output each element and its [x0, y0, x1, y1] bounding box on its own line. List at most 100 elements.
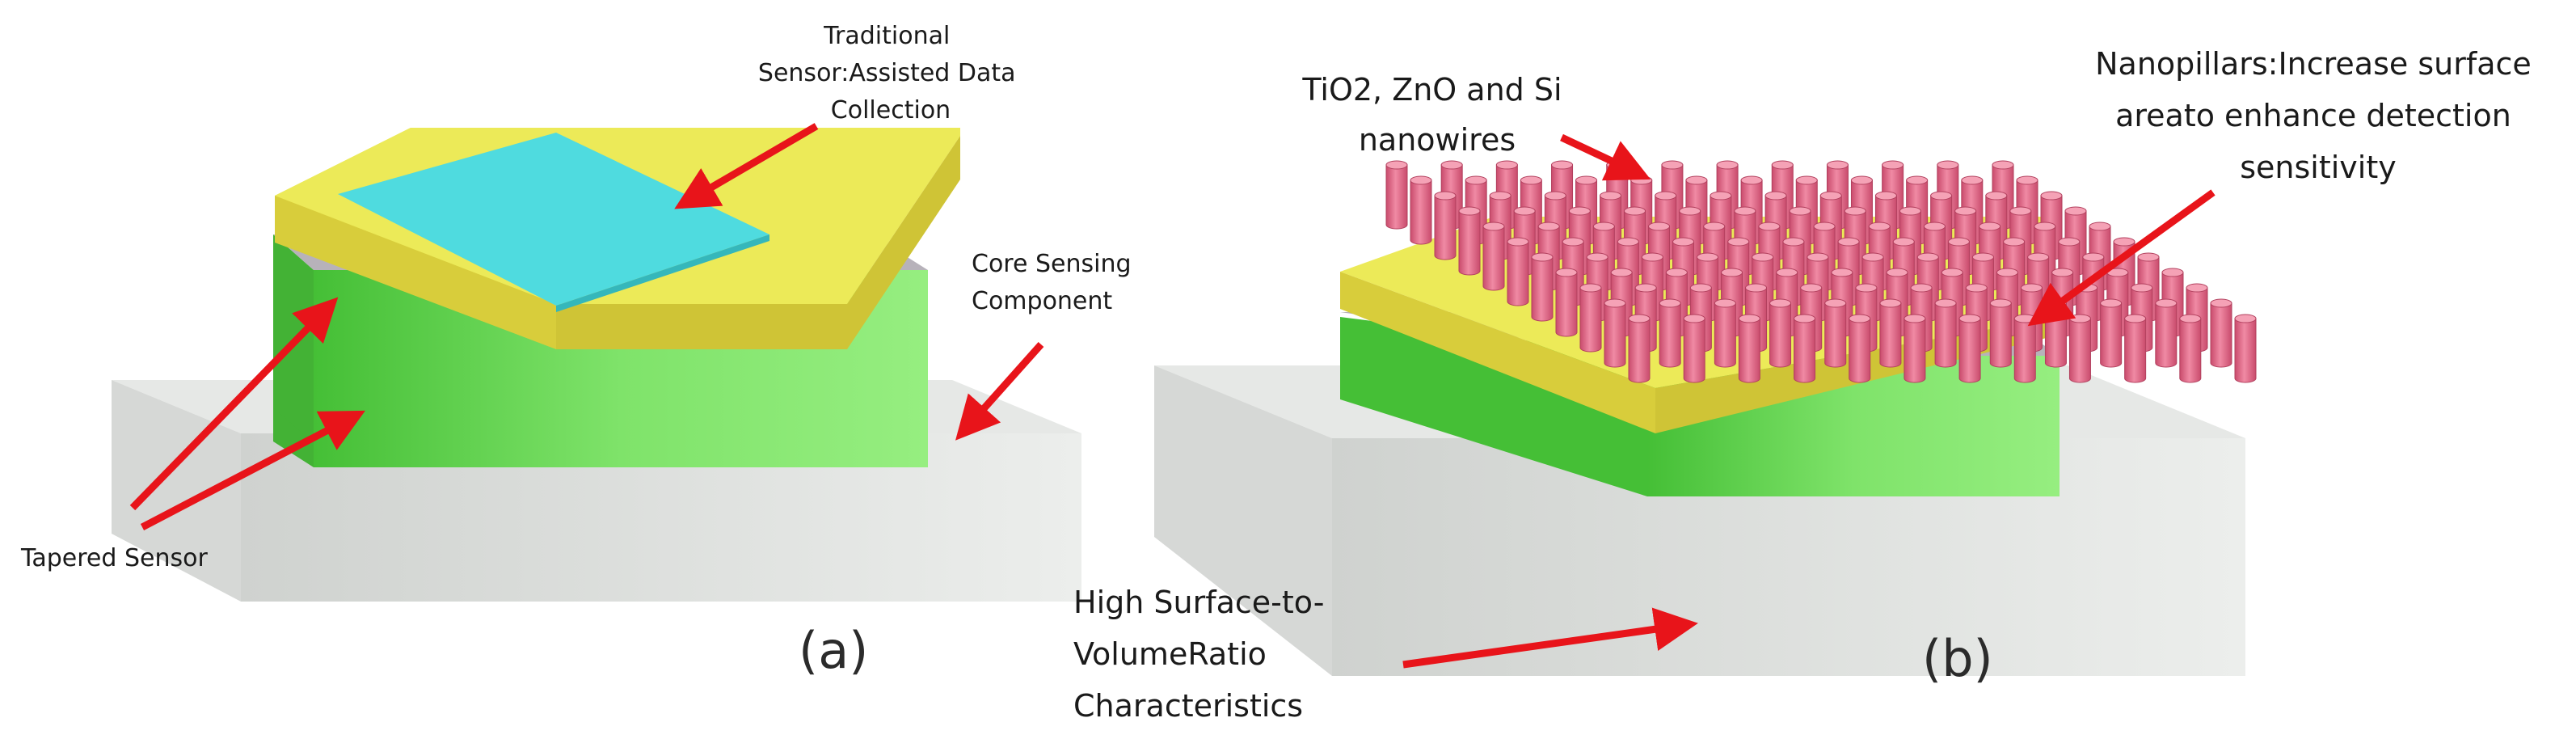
nanopillar-body — [1849, 318, 1871, 383]
nanopillar — [2155, 298, 2178, 368]
nanopillar — [2234, 314, 2257, 383]
nanopillar-cap — [1807, 252, 1829, 262]
yellow-plate-a-right — [556, 136, 960, 349]
nanopillar-cap — [2131, 283, 2153, 293]
label-nanopillars: Nanopillars:Increase surface areato enha… — [2095, 46, 2541, 185]
nanopillar-cap — [1855, 283, 1878, 293]
nanopillar — [1989, 298, 2012, 368]
nanopillar-body — [1507, 241, 1529, 306]
nanopillar-cap — [1795, 175, 1818, 185]
nanopillar-cap — [1979, 222, 2001, 231]
nanopillar-cap — [1844, 206, 1866, 216]
nanopillar — [1628, 314, 1651, 383]
nanopillar — [1904, 314, 1926, 383]
nanopillar-cap — [1703, 222, 1726, 231]
panel-a-caption: (a) — [799, 621, 868, 680]
label-high-surface: High Surface-to- VolumeRatio Characteris… — [1073, 585, 1334, 724]
nanopillar-cap — [1961, 175, 1984, 185]
nanopillar-cap — [1648, 222, 1671, 231]
label-tapered-sensor: Tapered Sensor — [20, 544, 208, 572]
nanopillar-cap — [1537, 222, 1560, 231]
nanopillar-body — [1410, 179, 1432, 245]
label-nanowires-line1: TiO2, ZnO and Si — [1301, 72, 1562, 108]
nanopillar-cap — [1789, 206, 1811, 216]
nanopillar-body — [1434, 195, 1457, 260]
nanopillar — [1824, 298, 1847, 368]
nanopillar-cap — [2009, 206, 2032, 216]
nanopillar — [2210, 298, 2232, 368]
nanopillar-cap — [1916, 252, 1939, 262]
label-traditional-sensor: Traditional Sensor:Assisted Data Collect… — [758, 22, 1023, 125]
nanopillar-cap — [1624, 206, 1646, 216]
nanopillar-cap — [1879, 298, 1902, 308]
nanopillar-cap — [2082, 252, 2105, 262]
substrate-b-front — [1154, 365, 1332, 676]
nanopillar-cap — [1738, 314, 1760, 323]
nanopillar-body — [1683, 318, 1705, 383]
nanopillar-cap — [2186, 283, 2208, 293]
nanopillar-cap — [1904, 314, 1926, 323]
nanopillar-body — [1628, 318, 1651, 383]
nanopillar-cap — [1930, 191, 1953, 201]
nanopillar-cap — [2003, 237, 2026, 247]
yellow-plate-b-front — [1340, 272, 1655, 433]
nanopillar-body — [2234, 318, 2257, 383]
label-nanowires: TiO2, ZnO and Si nanowires — [1301, 72, 1571, 158]
arrow-nanopillars — [2027, 189, 2216, 327]
nanopillar-body — [1769, 302, 1792, 368]
nanopillar-body — [1579, 287, 1602, 353]
nanopillar-cap — [1764, 191, 1787, 201]
nanopillar-cap — [1520, 175, 1542, 185]
label-nanopillars-line1: Nanopillars:Increase surface — [2095, 46, 2532, 82]
nanopillar-cap — [2179, 314, 2202, 323]
nanopillar-cap — [1745, 283, 1768, 293]
nanopillar-body — [2179, 318, 2202, 383]
nanopillar-cap — [1831, 268, 1853, 277]
label-core-sensing-line2: Component — [972, 287, 1112, 315]
nanopillar-cap — [1849, 314, 1871, 323]
nanopillar-cap — [2068, 314, 2091, 323]
nanopillar-cap — [1434, 191, 1457, 201]
nanopillar-cap — [1410, 175, 1432, 185]
nanopillar-cap — [1489, 191, 1511, 201]
nanopillar — [2124, 314, 2147, 383]
nanopillar-cap — [1850, 175, 1873, 185]
nanopillar-cap — [1617, 237, 1639, 247]
nanopillar-cap — [1655, 191, 1677, 201]
nanopillar-cap — [1923, 222, 1946, 231]
nanopillar-cap — [2155, 298, 2178, 308]
nanopillar-cap — [1507, 237, 1529, 247]
cyan-sensor-pad — [338, 133, 769, 306]
nanopillar-cap — [1934, 298, 1957, 308]
nanopillar-cap — [1782, 237, 1805, 247]
nanopillar-cap — [2113, 237, 2135, 247]
nanopillar-cap — [1628, 314, 1651, 323]
nanopillar — [1579, 283, 1602, 353]
nanopillar-body — [1738, 318, 1760, 383]
nanopillar-cap — [1886, 268, 1908, 277]
nanopillar-cap — [1716, 160, 1739, 170]
nanopillar-cap — [1868, 222, 1891, 231]
nanopillar-body — [1989, 302, 2012, 368]
nanopillar-cap — [1689, 283, 1712, 293]
label-traditional-sensor-line3: Collection — [831, 96, 951, 125]
nanopillar — [1958, 314, 1981, 383]
substrate-a-front — [112, 380, 241, 602]
nanopillar — [1434, 191, 1457, 260]
nanopillar-cap — [1771, 160, 1794, 170]
nanopillar-cap — [1937, 160, 1959, 170]
nanopillar-cap — [1555, 268, 1578, 277]
nanopillar-cap — [2040, 191, 2063, 201]
nanopillar-cap — [1659, 298, 1681, 308]
label-nanopillars-line3: sensitivity — [2240, 150, 2397, 185]
arrow-core-sensing — [955, 342, 1044, 441]
label-nanowires-line2: nanowires — [1359, 122, 1516, 158]
nanopillar-body — [1904, 318, 1926, 383]
label-core-sensing: Core Sensing Component — [972, 250, 1139, 315]
arrow-high-surface — [1402, 607, 1698, 669]
nanopillar-cap — [1551, 160, 1574, 170]
nanopillar-cap — [1837, 237, 1860, 247]
nanopillar-cap — [1592, 222, 1615, 231]
nanopillar-body — [2068, 318, 2091, 383]
nanopillar — [1683, 314, 1705, 383]
